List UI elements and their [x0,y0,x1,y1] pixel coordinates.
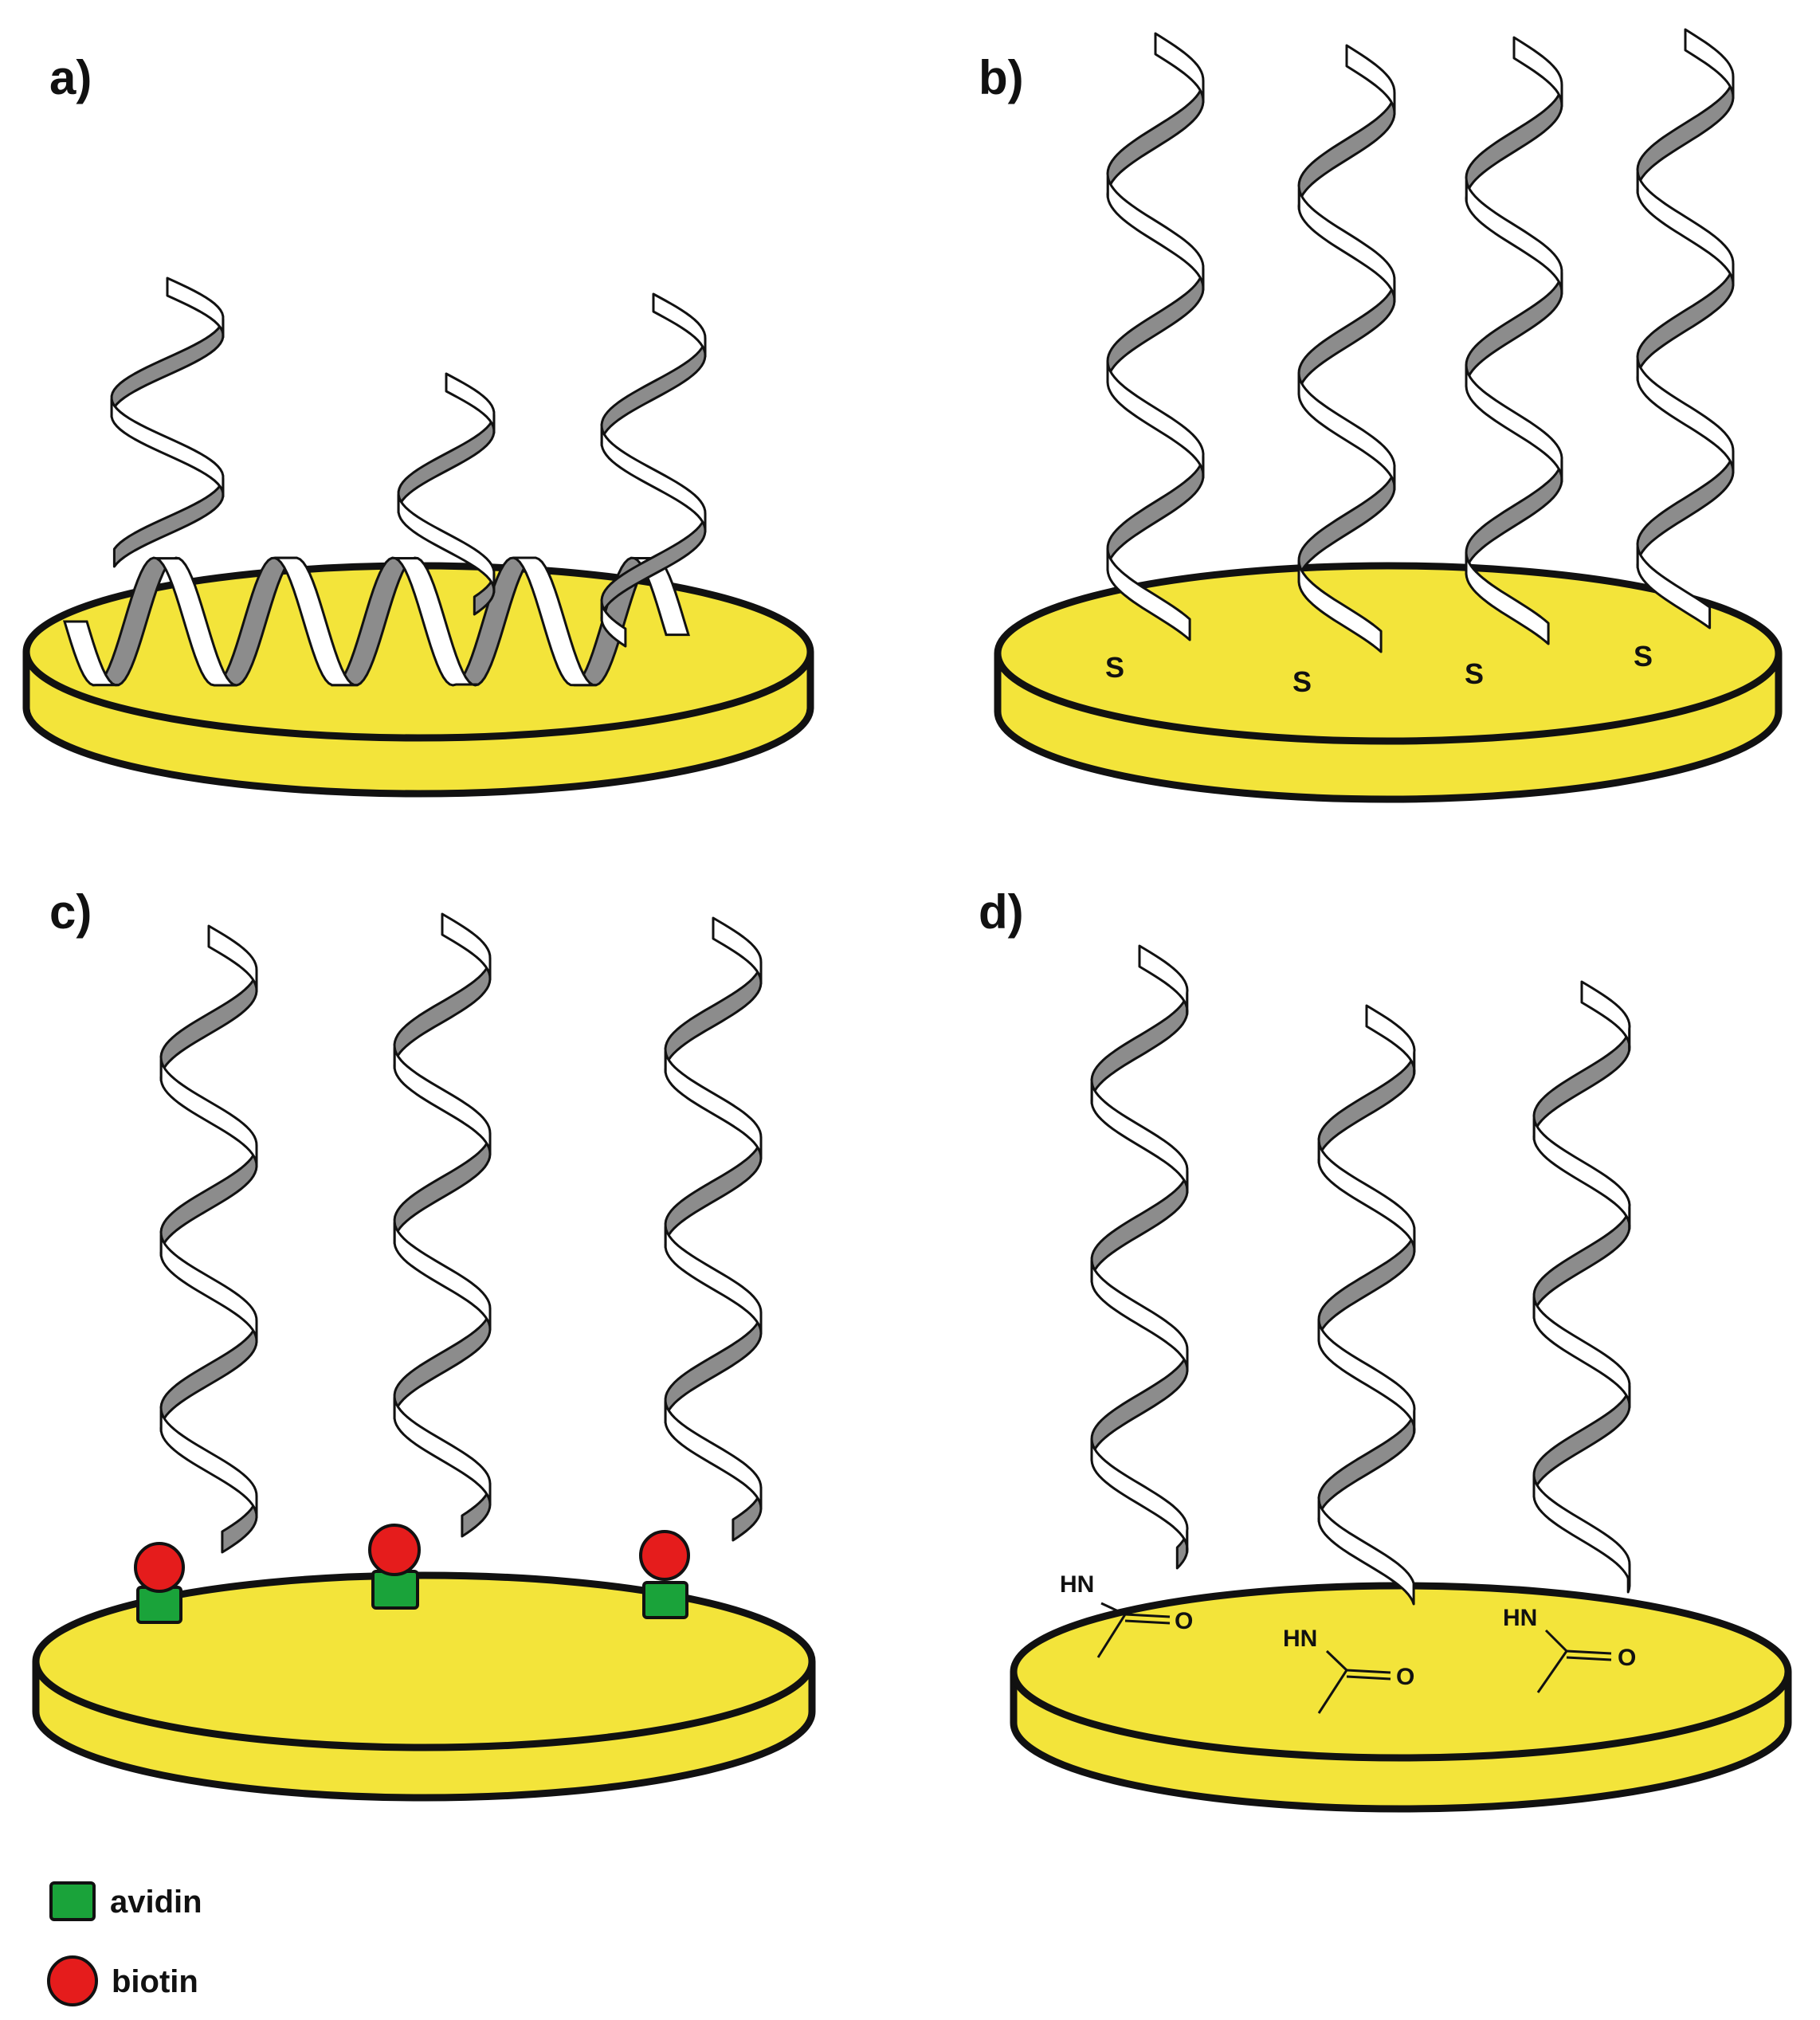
loose-strand-3 [600,292,707,648]
gold-disk-b [994,562,1783,803]
thiol-linker-3: S [1465,657,1484,690]
thiol-dna-strands [1106,28,1735,653]
gold-disk-c [32,1571,816,1802]
panel-c-label: c) [49,885,92,939]
panel-a-label: a) [49,51,92,104]
upright-strand-b4 [1636,28,1735,630]
upright-strand-c1 [159,924,258,1554]
amide-linker-2 [1317,1649,1391,1714]
panel-c: c) [32,885,816,1802]
biotin-legend-label: biotin [112,1964,198,1999]
upright-strand-d3 [1532,980,1631,1594]
upright-strand-d1 [1090,944,1189,1570]
carbonyl-label-1: O [1175,1608,1193,1634]
legend: avidin biotin [47,1881,202,2006]
thiol-linker-4: S [1634,640,1653,673]
avidin-legend-label: avidin [110,1885,202,1920]
panel-b: b) S S S S [979,28,1783,803]
avidin-marker-2 [371,1570,419,1610]
lying-dna-strands [62,277,707,687]
upright-strand-b1 [1106,32,1205,641]
gold-disk-d [1010,1582,1792,1813]
avidin-legend-swatch [49,1881,96,1921]
biotin-marker-3 [639,1530,690,1581]
loose-strand-2 [397,372,496,616]
panel-d-label: d) [979,885,1024,939]
upright-strand-b2 [1297,44,1396,653]
amine-label-1: HN [1060,1571,1094,1598]
avidin-marker-3 [642,1581,688,1619]
amine-label-2: HN [1283,1626,1317,1652]
amide-linker-1 [1096,1602,1171,1658]
upright-strand-d2 [1317,1004,1416,1606]
biotin-legend-swatch [47,1955,98,2006]
loose-strand-1 [110,277,225,568]
amide-linker-3 [1536,1629,1612,1693]
panel-b-label: b) [979,51,1024,104]
thiol-linker-2: S [1292,665,1312,698]
biotin-marker-2 [368,1524,421,1576]
upright-strand-c2 [393,912,492,1538]
avidin-biotin-anchors [134,1524,690,1624]
panel-d: d) HN O HN O HN O [979,885,1792,1813]
thiol-linker-1: S [1105,651,1124,684]
upright-strand-c3 [664,916,763,1542]
biotin-marker-1 [134,1542,185,1593]
carbonyl-label-2: O [1396,1664,1414,1690]
panel-a: a) [22,51,814,798]
amine-label-3: HN [1503,1605,1537,1631]
carbonyl-label-3: O [1618,1645,1636,1671]
amide-dna-strands [1090,944,1631,1606]
biotin-dna-strands [159,912,763,1554]
upright-strand-b3 [1465,36,1563,645]
